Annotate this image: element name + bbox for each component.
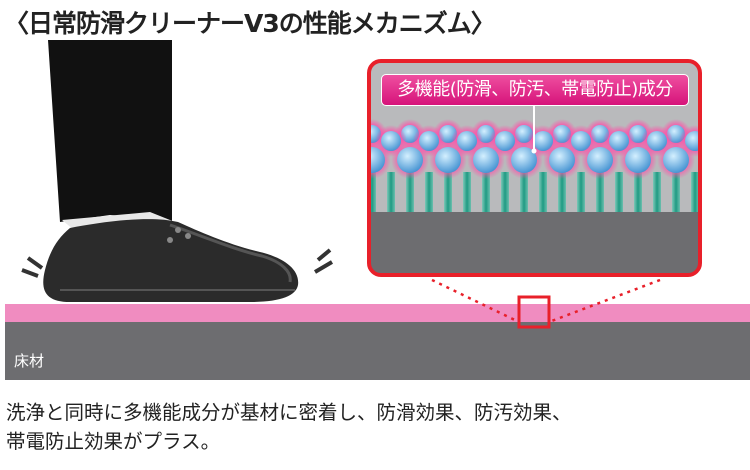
molecule	[625, 147, 651, 173]
molecule-stem	[672, 172, 680, 212]
molecule-stem	[425, 172, 433, 212]
molecule	[663, 147, 689, 173]
molecule	[685, 131, 700, 151]
molecule	[473, 147, 499, 173]
diagram-title: 〈日常防滑クリーナーV3の性能メカニズム〉	[4, 9, 496, 38]
molecule	[457, 131, 477, 151]
floor-material	[5, 322, 750, 380]
molecule-stem	[653, 172, 661, 212]
pink-coating-layer	[5, 304, 750, 322]
molecule	[647, 131, 667, 151]
molecule	[511, 147, 537, 173]
molecule	[571, 131, 591, 151]
component-label: 多機能(防滑、防汚、帯電防止)成分	[381, 74, 689, 106]
caption-line-1: 洗浄と同時に多機能成分が基材に密着し、防滑効果、防汚効果、	[6, 401, 572, 424]
molecule-stem	[558, 172, 566, 212]
inset-frame	[367, 59, 702, 277]
molecule-stem	[577, 172, 585, 212]
molecule-stem	[444, 172, 452, 212]
molecule	[609, 131, 629, 151]
caption-line-2: 帯電防止効果がプラス。	[6, 430, 221, 453]
molecule-stem	[520, 172, 528, 212]
molecule-stem	[482, 172, 490, 212]
molecule	[549, 147, 575, 173]
substrate	[369, 212, 700, 275]
caption: 洗浄と同時に多機能成分が基材に密着し、防滑効果、防汚効果、 帯電防止効果がプラス…	[6, 398, 750, 456]
molecule-stem	[615, 172, 623, 212]
molecule-stem	[463, 172, 471, 212]
molecule	[419, 131, 439, 151]
floor-label: 床材	[14, 352, 45, 370]
molecule	[435, 147, 461, 173]
molecule	[369, 147, 385, 173]
molecule-stem	[634, 172, 642, 212]
molecule	[397, 147, 423, 173]
molecule-stem	[596, 172, 604, 212]
molecule-stem	[406, 172, 414, 212]
molecule-stem	[539, 172, 547, 212]
zoom-line-left	[431, 278, 520, 324]
molecule-stem	[691, 172, 699, 212]
molecule-stem	[369, 172, 376, 212]
molecule-stem	[501, 172, 509, 212]
molecule	[533, 131, 553, 151]
molecule-stem	[387, 172, 395, 212]
molecule	[495, 131, 515, 151]
molecule	[381, 131, 401, 151]
zoom-line-right	[548, 278, 661, 324]
zoom-marker	[517, 295, 551, 329]
shoe-icon	[21, 40, 334, 302]
molecule	[587, 147, 613, 173]
